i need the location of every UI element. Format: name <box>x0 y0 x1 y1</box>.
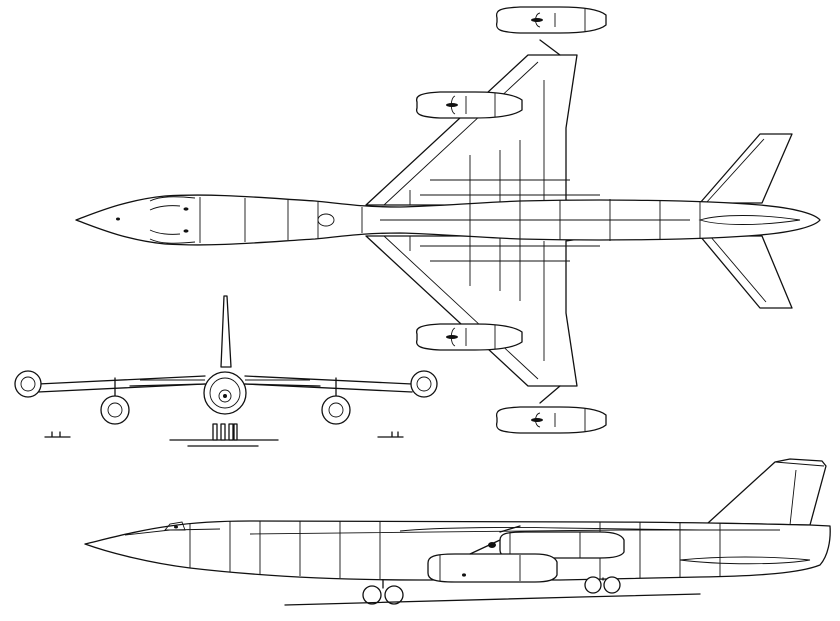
top-view-nacelle-outer-lower <box>495 406 607 434</box>
front-view-landing-gear <box>44 423 404 447</box>
front-view-inner-nacelles <box>100 377 351 425</box>
front-view-fin <box>220 295 232 368</box>
side-view-nacelle-lower <box>427 553 558 583</box>
top-view-fuselage <box>75 194 821 246</box>
top-view-nacelle-inner-upper <box>415 91 523 119</box>
side-view-fuselage <box>84 520 831 581</box>
top-view-nacelle-outer-upper <box>495 6 607 34</box>
top-view <box>75 6 821 434</box>
top-view-tailplane <box>699 133 793 309</box>
top-view-nacelle-inner-lower <box>415 323 523 351</box>
front-view-outer-nacelles <box>14 370 438 398</box>
front-view-wings <box>37 375 413 393</box>
side-view-fin <box>707 458 827 526</box>
front-view <box>14 295 438 447</box>
top-view-wing-upper <box>365 54 601 206</box>
side-view-landing-gear <box>284 576 701 606</box>
side-view <box>84 458 831 606</box>
top-view-wing-lower <box>365 235 601 387</box>
front-view-fuselage <box>203 371 247 415</box>
side-view-pylons <box>469 525 521 555</box>
